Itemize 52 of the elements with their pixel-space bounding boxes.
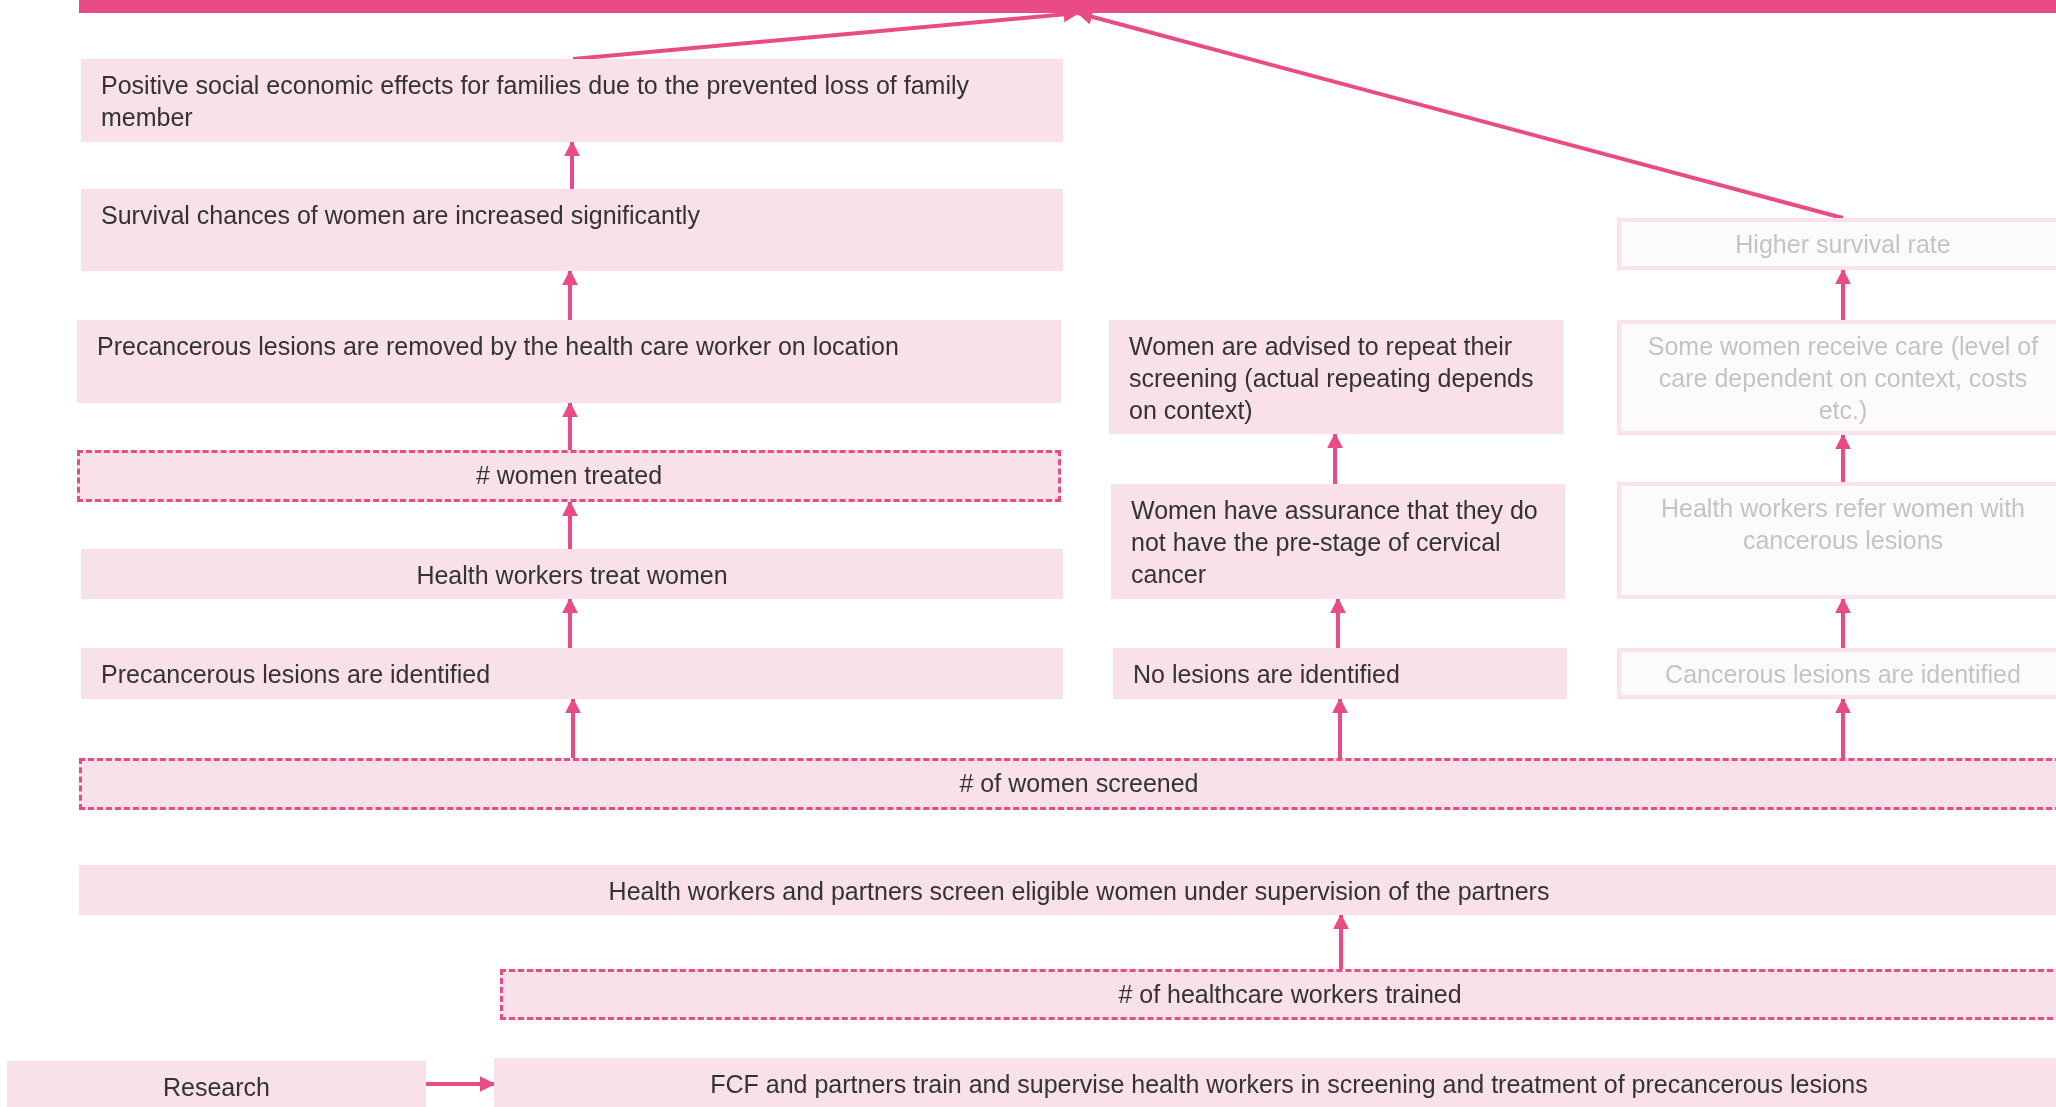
arrow: [1835, 597, 1851, 648]
outcome-box: [1617, 218, 2056, 270]
process-box: [81, 189, 1063, 271]
process-box: [494, 1058, 2056, 1107]
arrow: [1330, 597, 1346, 648]
arrow: [1333, 913, 1349, 969]
process-box: [77, 320, 1061, 403]
arrow: [565, 697, 581, 758]
process-box: [81, 648, 1063, 699]
arrow: [426, 1076, 496, 1092]
indicator-box: [500, 969, 2056, 1020]
box-text: Higher survival rate: [1735, 230, 1951, 258]
outcome-box: [1617, 648, 2056, 699]
box-text: # of women screened: [959, 769, 1199, 797]
outcome-box: [1617, 320, 2056, 435]
arrow: [562, 401, 578, 450]
arrow: [562, 269, 578, 320]
box-text: # women treated: [475, 461, 663, 489]
box-text: Health workers refer women with cancerous lesions: [1661, 494, 2025, 554]
box-text: Precancerous lesions are removed by the health care worker on location: [97, 332, 899, 360]
process-box: [81, 59, 1063, 142]
arrow: [1327, 432, 1343, 484]
arrow: [564, 140, 580, 189]
process-box: [79, 865, 2056, 915]
box-text: Women have assurance that they do not have the pre-stage of cervical cancer: [1131, 496, 1538, 588]
box-text: Women are advised to repeat their screening (actual repeating depends on context): [1129, 332, 1534, 424]
outcome-box: [1617, 482, 2056, 599]
indicator-box: [79, 758, 2056, 810]
arrow: [1332, 697, 1348, 758]
process-box: [1113, 648, 1567, 699]
box-text: Some women receive care (level of care dependent on context, costs etc.): [1647, 332, 2039, 424]
process-box: [81, 549, 1063, 599]
process-box: [1109, 320, 1563, 434]
arrow: [1835, 433, 1851, 482]
box-text: Positive social economic effects for families due to the prevented loss of family member: [101, 71, 969, 131]
box-text: Survival chances of women are increased significantly: [101, 201, 700, 229]
box-text: Cancerous lesions are identified: [1665, 660, 2021, 688]
box-text: No lesions are identified: [1133, 660, 1400, 688]
box-text: Health workers and partners screen eligible women under supervision of the partners: [608, 877, 1550, 905]
box-text: FCF and partners train and supervise health workers in screening and treatment of precancerous lesions: [710, 1070, 1868, 1098]
arrow: [562, 597, 578, 648]
process-box: [7, 1061, 426, 1107]
arrow: [562, 500, 578, 549]
box-text: Precancerous lesions are identified: [101, 660, 491, 688]
indicator-box: [77, 450, 1061, 502]
header-bar: [79, 0, 2056, 13]
process-box: [1111, 484, 1565, 599]
box-text: # of healthcare workers trained: [1118, 980, 1462, 1008]
box-text: Health workers treat women: [416, 561, 728, 589]
arrow: [1835, 697, 1851, 758]
arrow: [1835, 268, 1851, 320]
box-text: Research: [163, 1073, 270, 1101]
